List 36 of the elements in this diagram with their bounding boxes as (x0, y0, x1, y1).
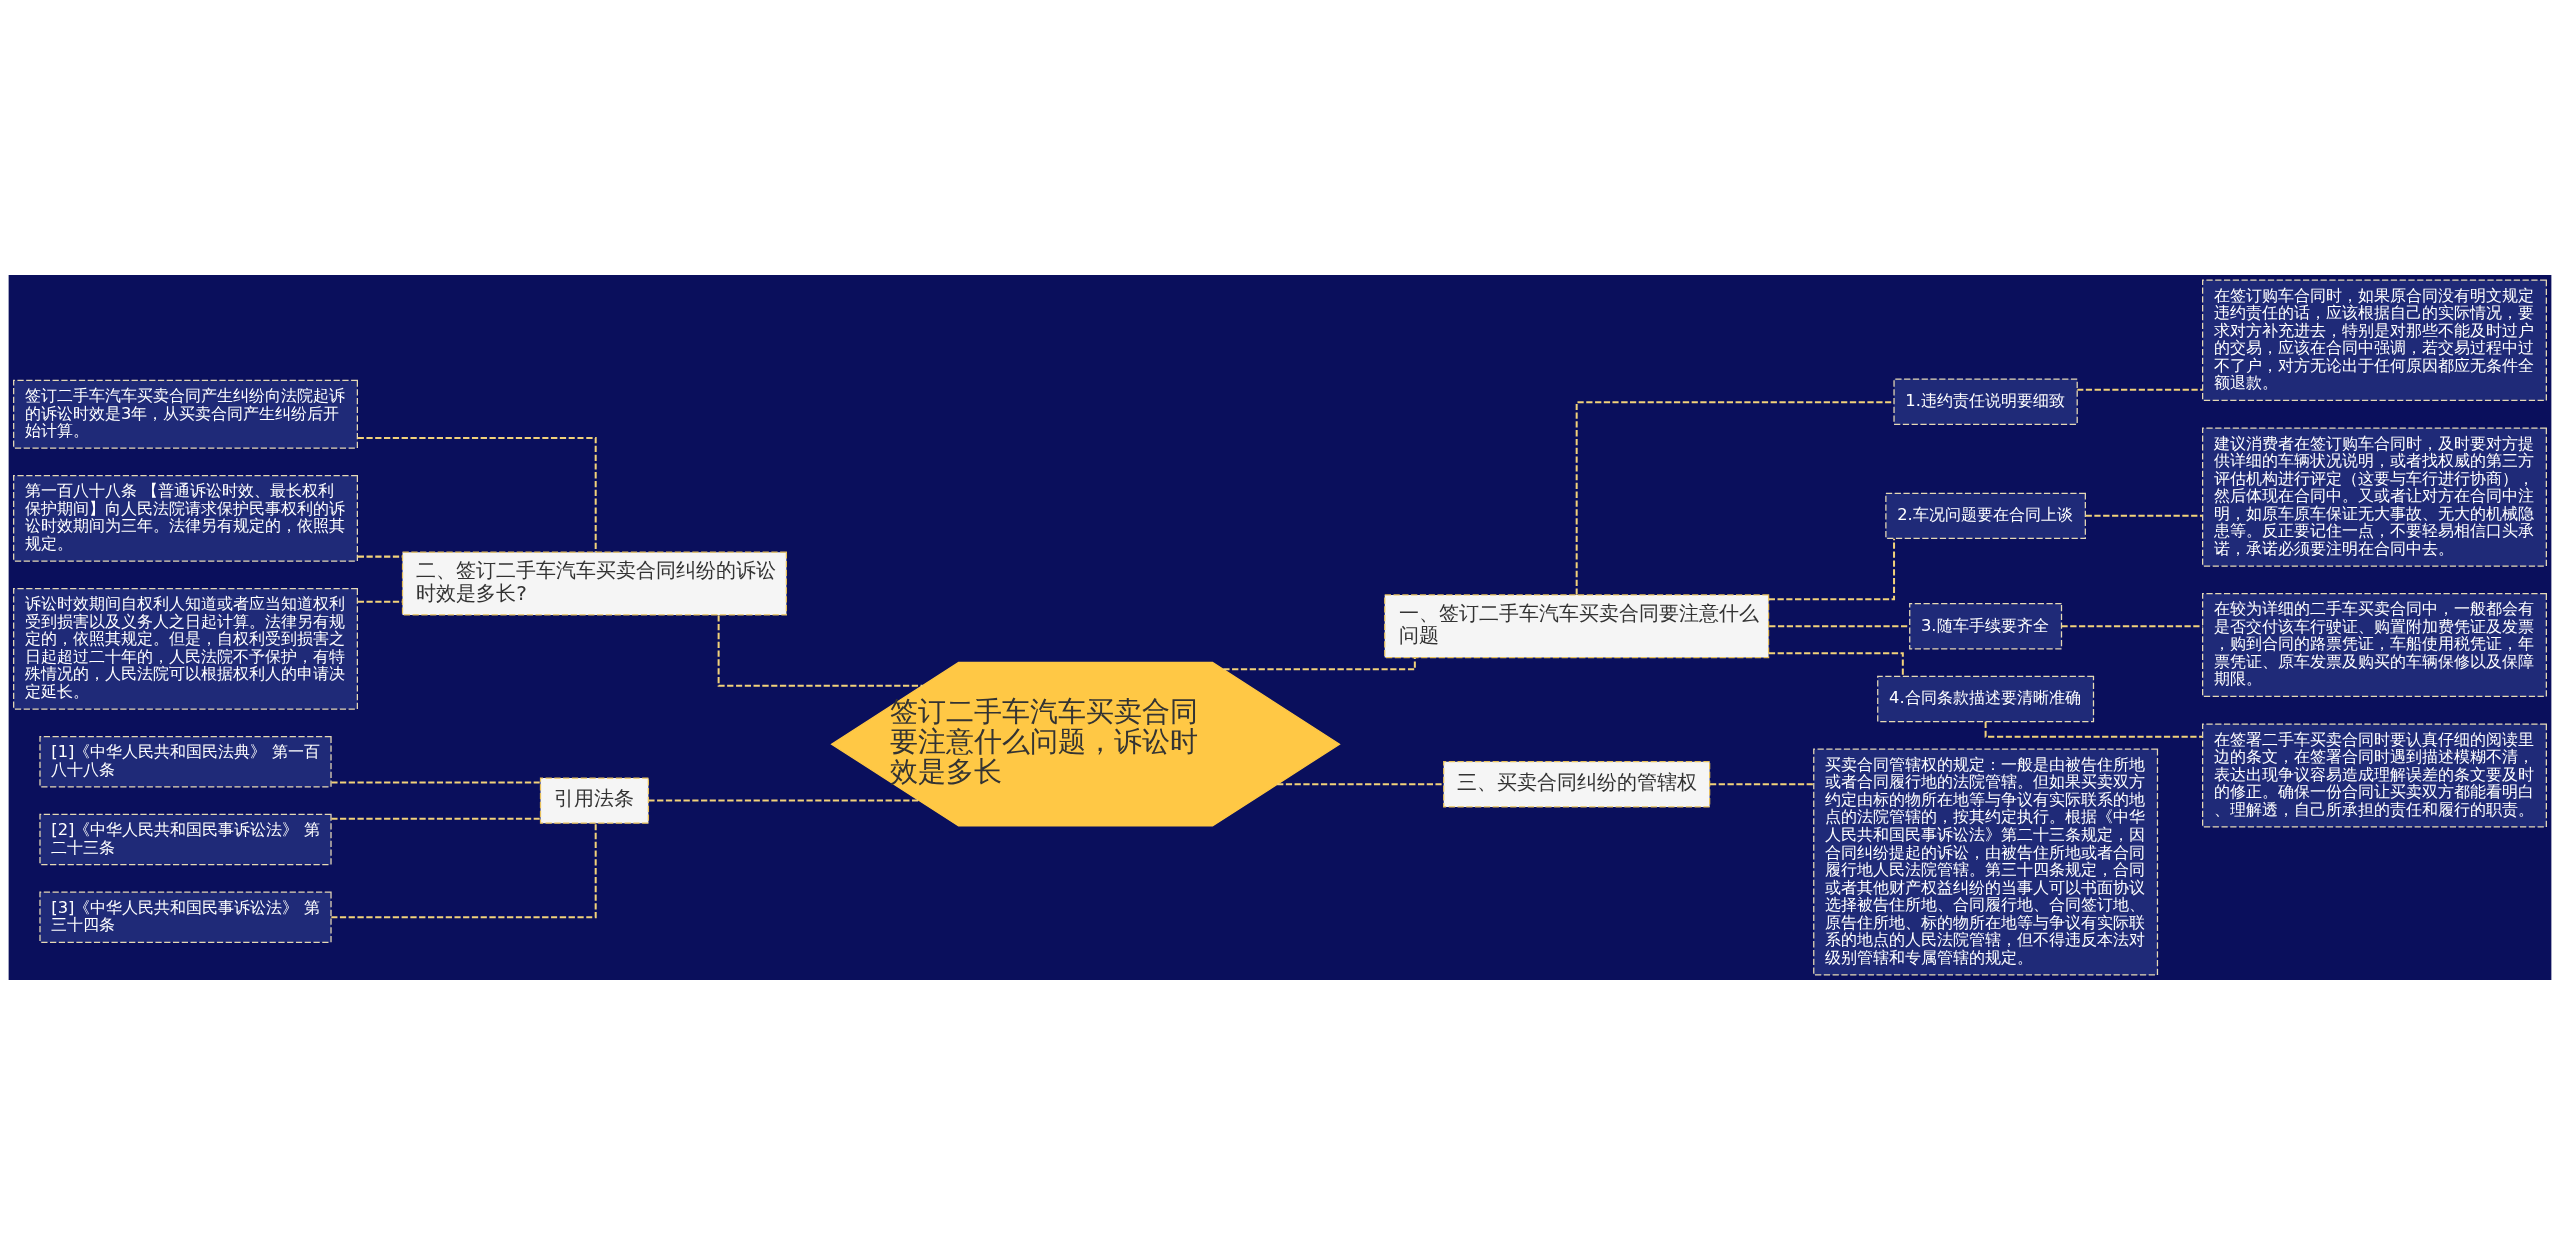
connector (1223, 658, 1416, 671)
node-box: 签订二手车汽车买卖合同产生纠纷向法院起诉的诉讼时效是3年，从买卖合同产生纠纷后开始计算。 (13, 379, 358, 449)
node-box: 二、签订二手车汽车买卖合同纠纷的诉讼时效是多长? (401, 551, 787, 616)
connector (717, 615, 923, 687)
node-box: 在签订购车合同时，如果原合同没有明文规定违约责任的话，应该根据自己的实际情况，要求对方补充进去，特别是对那些不能及时过户的交易，应该在合同中强调，若交易过程中过不了户，对方无论出于任何原因都应无条件全额退款。 (2202, 279, 2547, 402)
connector (357, 437, 597, 552)
node-box: 4.合同条款描述要清晰准确 (1877, 675, 2095, 723)
node-box: 2.车况问题要在合同上谈 (1885, 492, 2086, 540)
connector (1984, 721, 2203, 738)
node-box: 诉讼时效期间自权利人知道或者应当知道权利受到损害以及义务人之日起计算。法律另有规定的，依照其规定。但是，自权利受到损害之日起超过二十年的，人民法院不予保护，有特殊情况的，人民法院可以根据权利人的申请决定延长。 (13, 588, 358, 710)
node-box: [1]《中华人民共和国民法典》 第一百八十八条 (39, 736, 332, 788)
connector (1768, 652, 1904, 677)
connector (2061, 625, 2203, 628)
node-box: 第一百八十八条 【普通诉讼时效、最长权利保护期间】向人民法院请求保护民事权利的诉讼时效期间为三年。法律另有规定的，依照其规定。 (13, 475, 358, 562)
connector (331, 823, 597, 919)
connector (1575, 401, 1894, 595)
node-box: 在较为详细的二手车买卖合同中，一般都会有是否交付该车行驶证、购置附加费凭证及发票，购到合同的路票凭证，车船使用税凭证，年票凭证、原车发票及购买的车辆保修以及保障期限。 (2202, 593, 2547, 698)
node-box: 1.违约责任说明要细致 (1893, 378, 2078, 425)
connector (648, 799, 920, 802)
connector (1769, 625, 1910, 628)
connector (1768, 538, 1896, 601)
connector (2085, 514, 2203, 517)
connector (2077, 388, 2203, 391)
node-box: 3.随车手续要齐全 (1909, 603, 2063, 650)
connector (331, 781, 541, 784)
connector (1710, 783, 1814, 786)
node-box: [2]《中华人民共和国民事诉讼法》 第二十三条 (39, 813, 332, 866)
node-box: 引用法条 (539, 777, 650, 824)
node-box: 在签署二手车买卖合同时要认真仔细的阅读里边的条文，在签署合同时遇到描述模糊不清，表达出现争议容易造成理解误差的条文要及时的修正。确保一份合同让买卖双方都能看明白、理解透，自己所承担的责任和履行的职责。 (2202, 723, 2547, 828)
node-box: 建议消费者在签订购车合同时，及时要对方提供详细的车辆状况说明，或者找权威的第三方评估机构进行评定（这要与车行进行协商），然后体现在合同中。又或者让对方在合同中注明，如原车原车保证无大事故、无大的机械隐患等。反正要记住一点，不要轻易相信口头承诺，承诺必须要注明在合同中去。 (2202, 427, 2547, 567)
node-box: 三、买卖合同纠纷的管辖权 (1443, 761, 1711, 808)
node-box: 买卖合同管辖权的规定：一般是由被告住所地或者合同履行地的法院管辖。但如果买卖双方约定由标的物所在地等与争议有实际联系的地点的法院管辖的，按其约定执行。根据《中华人民共和国民事诉讼法》第二十三条规定，因合同纠纷提起的诉讼，由被告住所地或者合同履行地人民法院管辖。第三十四条规定，合同或者其他财产权益纠纷的当事人可以书面协议选择被告住所地、合同履行地、合同签订地、原告住所地、标的物所在地等与争议有实际联系的地点的人民法院管辖，但不得违反本法对级别管辖和专属管辖的规定。 (1813, 748, 2159, 976)
node-box: [3]《中华人民共和国民事诉讼法》 第三十四条 (39, 891, 332, 943)
connector (331, 817, 541, 820)
node-box: 一、签订二手车汽车买卖合同要注意什么问题 (1384, 594, 1770, 659)
connector (1277, 783, 1444, 786)
